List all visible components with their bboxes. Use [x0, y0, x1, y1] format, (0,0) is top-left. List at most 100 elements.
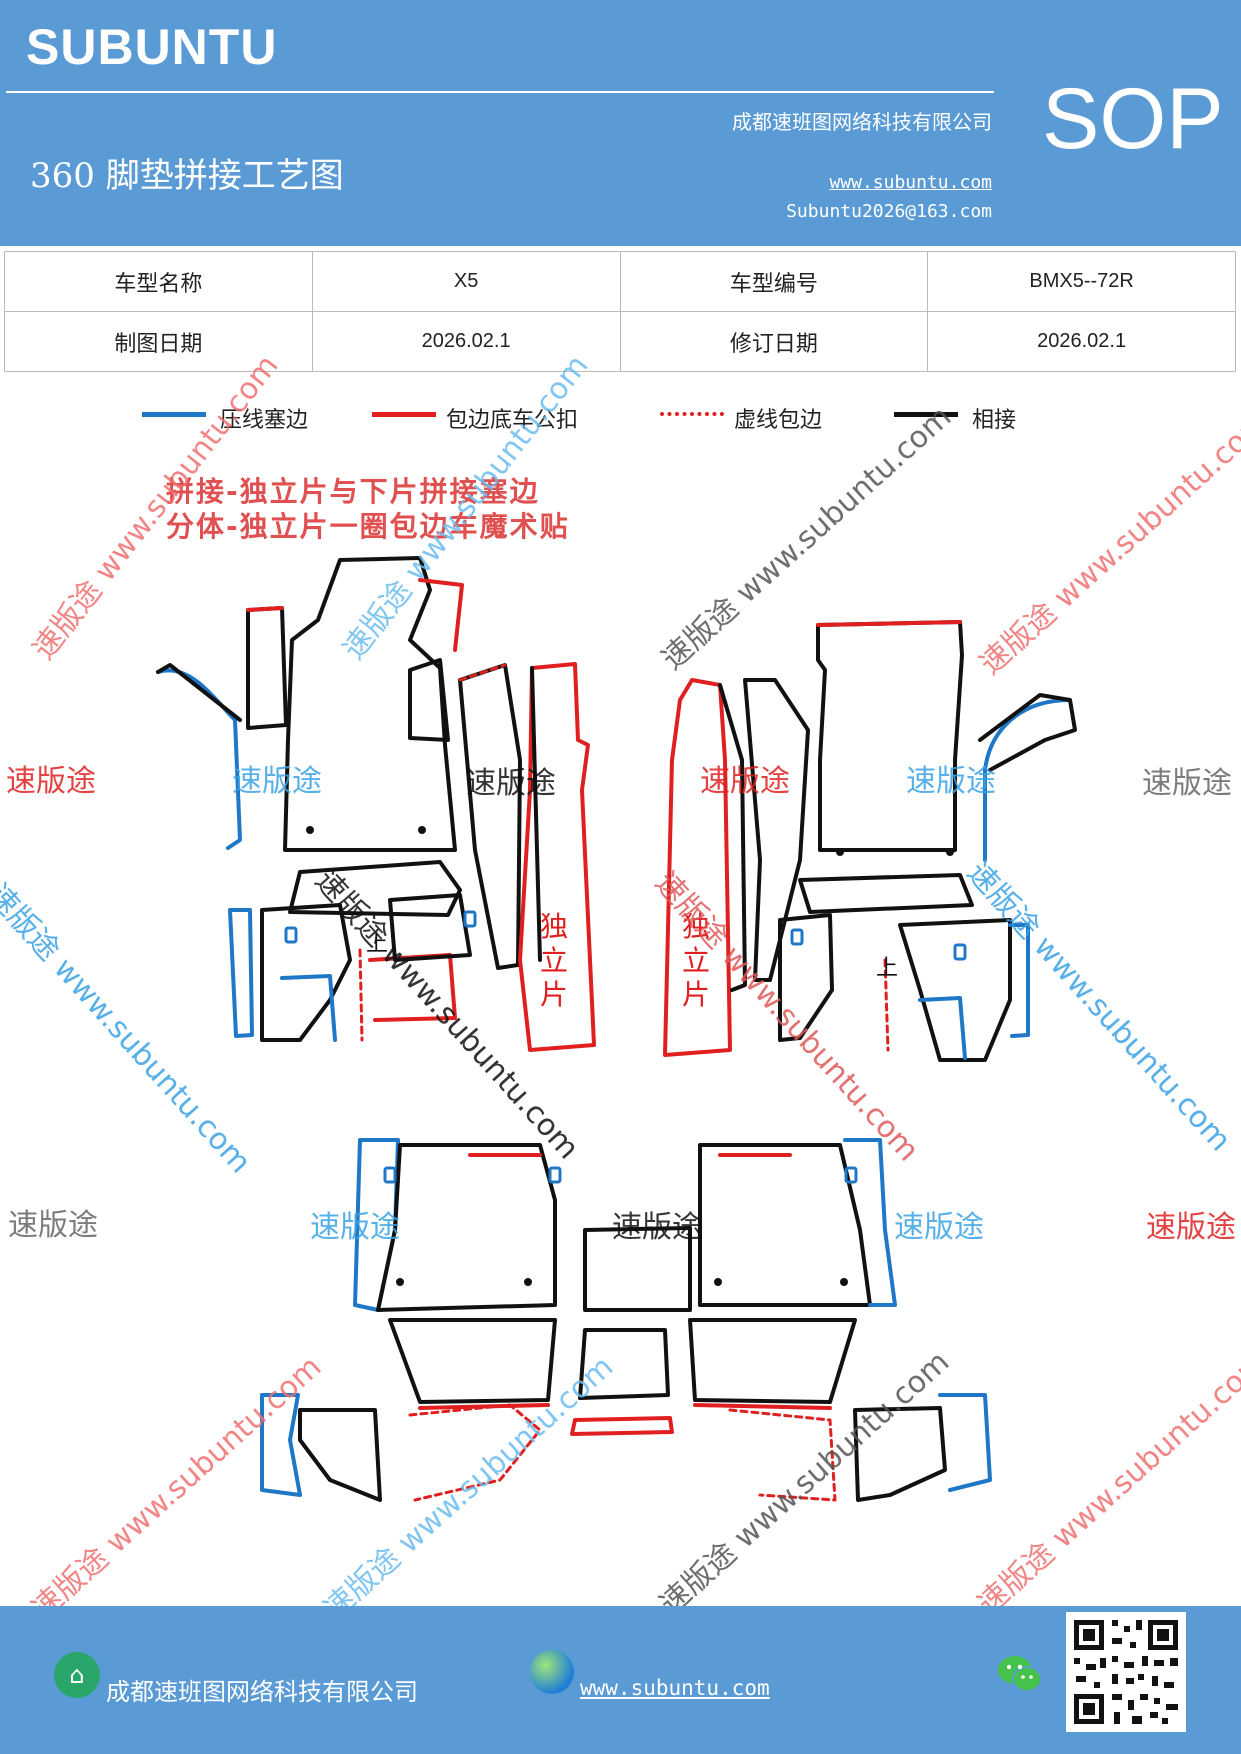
footer-website-link[interactable]: www.subuntu.com: [580, 1676, 770, 1700]
mat-outline: [408, 658, 450, 742]
clip-marker: [463, 910, 477, 928]
note-line: 拼接-独立片与下片拼接塞边: [166, 475, 540, 508]
mat-outline: [283, 556, 457, 852]
legend-label: 包边底车公扣: [446, 408, 579, 433]
indep-piece-label-right: 独立片: [682, 910, 711, 1011]
mat-outline: [718, 683, 747, 992]
draw-date-label: 制图日期: [4, 311, 313, 372]
mat-edge-blue: [280, 974, 337, 1042]
mat-edge-blue: [260, 1393, 302, 1497]
legend-swatch-blue: [142, 412, 206, 417]
hole-marker: [396, 1278, 404, 1286]
mat-edge-blue: [1008, 923, 1030, 1038]
mat-edge-red-dashed: [358, 948, 364, 1042]
mat-outline: [376, 1143, 557, 1312]
hole-marker: [840, 1278, 848, 1286]
website-link[interactable]: www.subuntu.com: [829, 172, 992, 193]
mat-outline: [246, 606, 288, 730]
mat-edge-blue: [918, 996, 967, 1060]
globe-icon: [530, 1650, 574, 1694]
draw-date-value: 2026.02.1: [311, 311, 621, 372]
rev-date-value: 2026.02.1: [927, 311, 1236, 372]
model-name-label: 车型名称: [4, 251, 313, 312]
clip-marker: [284, 926, 298, 944]
watermark: 速版途: [310, 1210, 400, 1245]
info-table: 车型名称 X5 车型编号 BMX5--72R 制图日期 2026.02.1 修订…: [4, 251, 1236, 372]
hole-marker: [418, 826, 426, 834]
mat-edge-red: [418, 1403, 550, 1410]
hole-marker: [306, 826, 314, 834]
model-name-value: X5: [311, 251, 621, 312]
mat-outline: [156, 663, 242, 722]
indep-piece-label-left: 独立片: [540, 910, 569, 1011]
mat-edge-red-dashed: [458, 663, 507, 682]
mat-edge-red-dashed: [408, 1403, 542, 1502]
mat-outline: [583, 1226, 692, 1312]
wechat-icon: [998, 1656, 1042, 1692]
mat-outline: [530, 666, 542, 962]
watermark: 速版途: [894, 1210, 984, 1245]
legend-swatch-black: [894, 412, 958, 417]
legend-label: 虚线包边: [734, 408, 823, 433]
clip-marker: [953, 943, 967, 961]
mat-outline: [458, 663, 522, 970]
model-code-value: BMX5--72R: [927, 251, 1236, 312]
watermark: 速版途: [906, 764, 996, 799]
rev-date-label: 修订日期: [619, 311, 929, 372]
brand-logo: SUBUNTU: [26, 19, 278, 75]
clip-marker: [548, 1166, 562, 1184]
company-name: 成都速班图网络科技有限公司: [732, 110, 992, 134]
mat-edge-red: [816, 620, 962, 627]
sop-label: SOP: [1042, 71, 1224, 167]
footer-company: 成都速班图网络科技有限公司: [106, 1678, 418, 1706]
table-row: 制图日期 2026.02.1 修订日期 2026.02.1: [4, 311, 1236, 372]
mat-outline: [688, 1318, 857, 1404]
up-marker-right: 上: [876, 956, 899, 981]
mat-edge-red: [518, 662, 596, 1052]
hole-marker: [836, 848, 844, 856]
mat-outline: [388, 1318, 557, 1404]
mat-outline: [816, 620, 964, 852]
watermark: 速版途: [700, 764, 790, 799]
page-title: 360 脚垫拼接工艺图: [30, 156, 344, 196]
header-banner: [0, 0, 1241, 246]
mat-edge-red: [246, 606, 284, 612]
mat-outline: [798, 873, 974, 914]
watermark: 速版途: [6, 764, 96, 799]
mat-outline: [778, 913, 834, 1042]
mat-outline: [260, 903, 352, 1042]
mat-outline: [743, 678, 810, 982]
mat-outline: [288, 860, 462, 917]
mat-edge-blue: [843, 1138, 897, 1307]
header-divider: [6, 91, 994, 93]
model-code-label: 车型编号: [619, 251, 929, 312]
mat-edge-red: [418, 578, 464, 652]
legend-swatch-red: [372, 412, 436, 417]
mat-edge-red: [663, 678, 732, 1057]
watermark: 速版途: [8, 1208, 98, 1243]
mat-edge-blue: [156, 668, 242, 850]
mat-edge-blue: [983, 698, 1072, 862]
mat-edge-red-dashed: [728, 1408, 837, 1502]
hole-marker: [524, 1278, 532, 1286]
qr-code-icon[interactable]: [1066, 1612, 1186, 1732]
note-line: 分体-独立片一圈包边车魔术贴: [166, 510, 570, 543]
mat-edge-red: [570, 1416, 674, 1436]
legend-label: 压线塞边: [220, 408, 309, 433]
clip-marker: [790, 928, 804, 946]
watermark: 速版途: [466, 766, 556, 801]
legend-label: 相接: [972, 408, 1017, 433]
table-row: 车型名称 X5 车型编号 BMX5--72R: [4, 251, 1236, 312]
watermark: 速版途: [1142, 766, 1232, 801]
mat-edge-blue: [938, 1393, 992, 1492]
hole-marker: [946, 848, 954, 856]
clip-marker: [844, 1166, 858, 1184]
email-address: Subuntu2026@163.com: [786, 201, 992, 222]
watermark: 速版途: [612, 1210, 702, 1245]
mat-outline: [853, 1406, 947, 1502]
mat-outline: [898, 918, 1012, 1062]
legend-swatch-red-dashed: [660, 412, 724, 416]
mat-edge-red-dashed: [883, 958, 890, 1052]
mat-outline: [578, 1328, 670, 1400]
